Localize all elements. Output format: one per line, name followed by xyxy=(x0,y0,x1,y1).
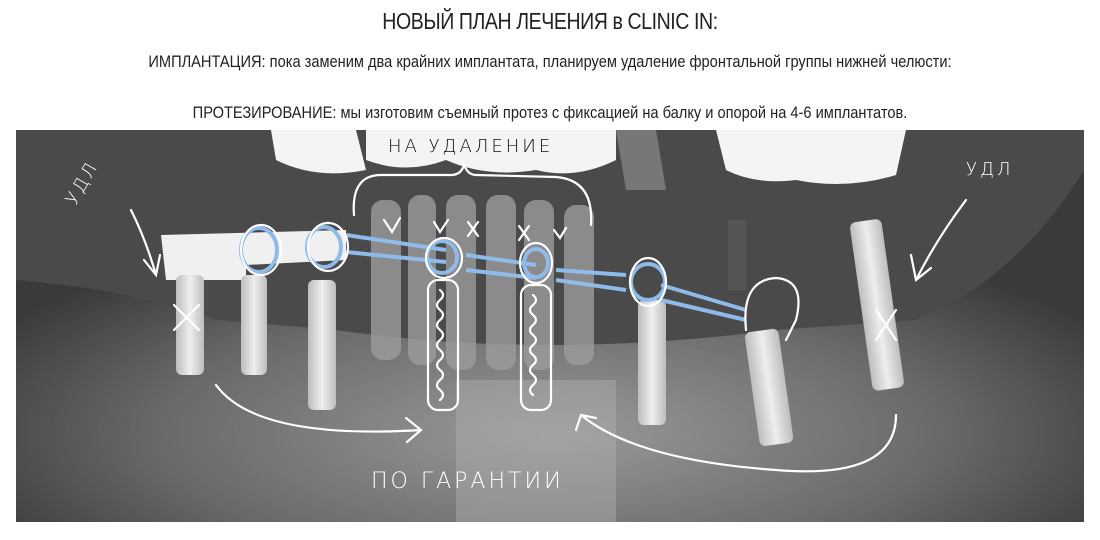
panoramic-xray: НА УДАЛЕНИЕ УДЛ УДЛ ПО ГАРАНТИИ xyxy=(16,130,1084,522)
remove-mark-left xyxy=(172,303,201,332)
extraction-implant-left xyxy=(426,278,460,412)
prosthetics-text: ПРОТЕЗИРОВАНИЕ: мы изготовим съемный про… xyxy=(192,103,908,122)
annotations xyxy=(129,161,968,473)
page-title: НОВЫЙ ПЛАН ЛЕЧЕНИЯ в CLINIC IN: xyxy=(382,8,718,34)
implants xyxy=(176,219,904,446)
label-warranty: ПО ГАРАНТИИ xyxy=(371,469,564,494)
arrow-right xyxy=(909,198,968,282)
upper-teeth xyxy=(271,130,906,190)
warranty-arrow-right xyxy=(574,413,898,473)
label-extraction: НА УДАЛЕНИЕ xyxy=(388,136,553,157)
warranty-arrow-left xyxy=(214,383,423,444)
label-remove-right: УДЛ xyxy=(966,159,1013,180)
existing-bar xyxy=(161,230,346,280)
arrow-left xyxy=(129,208,162,278)
implantation-text: ИМПЛАНТАЦИЯ: пока заменим два крайних им… xyxy=(148,52,952,71)
remove-mark-right xyxy=(874,308,898,342)
extraction-implant-right xyxy=(519,283,553,412)
